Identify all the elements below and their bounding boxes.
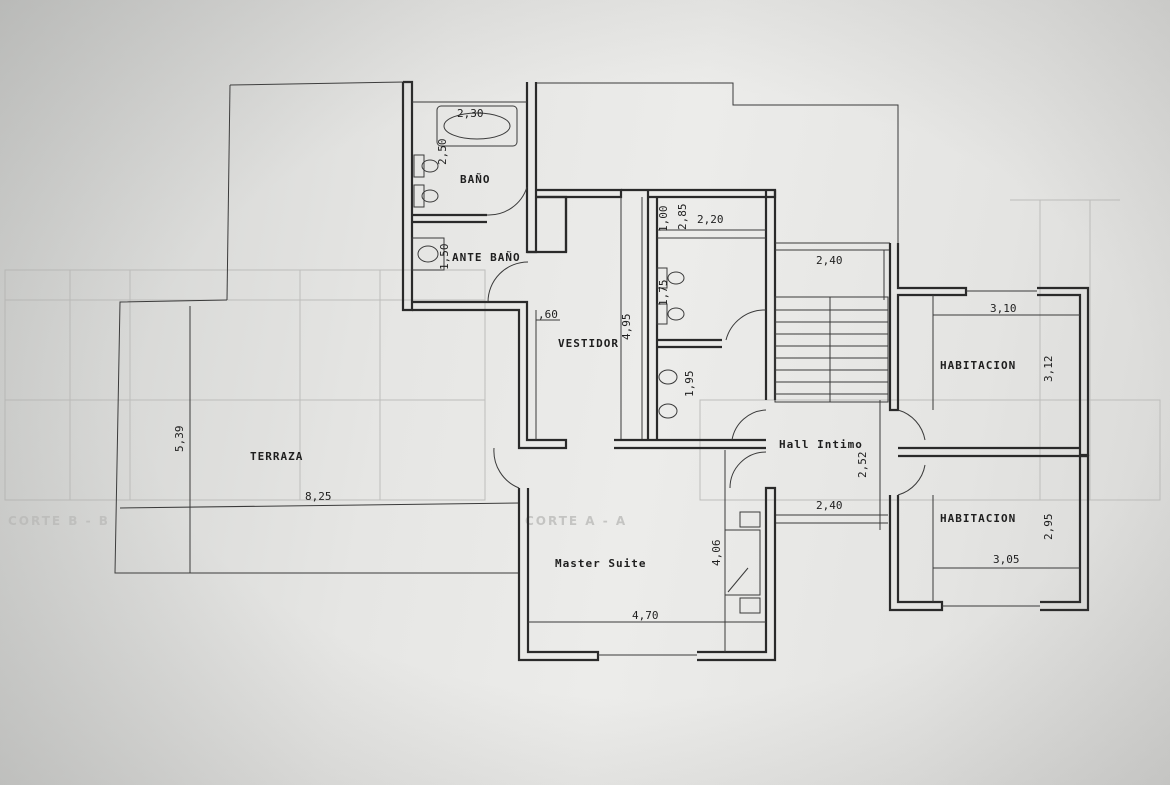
bano-block bbox=[401, 80, 538, 312]
dim-closet-2-85: 2,85 bbox=[676, 204, 689, 231]
stair-block bbox=[774, 242, 890, 524]
dim-bath-width: 2,30 bbox=[457, 107, 484, 120]
dim-hab1-width: 3,10 bbox=[990, 302, 1017, 315]
ghost-label-corte-b: CORTE B - B bbox=[8, 514, 110, 528]
dim-terraza-width: 8,25 bbox=[305, 490, 332, 503]
closet-wc-block bbox=[621, 188, 777, 441]
dim-closet-1-00: 1,00 bbox=[657, 206, 670, 233]
dim-hab2-width: 3,05 bbox=[993, 553, 1020, 566]
room-label-habitacion-2: HABITACION bbox=[940, 512, 1016, 525]
dim-master-width: 4,70 bbox=[632, 609, 659, 622]
room-label-ante-bano: ANTE BAÑO bbox=[452, 251, 521, 264]
dim-hall-2-52: 2,52 bbox=[856, 452, 869, 479]
room-label-habitacion-1: HABITACION bbox=[940, 359, 1016, 372]
dim-hall-bottom: 2,40 bbox=[816, 499, 843, 512]
room-label-master-suite: Master Suite bbox=[555, 557, 646, 570]
dim-vestidor-60: ,60 bbox=[538, 308, 558, 321]
vestidor-block bbox=[488, 188, 766, 450]
room-label-hall: Hall Intimo bbox=[779, 438, 863, 451]
dim-bath-height: 2,50 bbox=[436, 139, 449, 166]
master-suite-block bbox=[493, 447, 777, 662]
dim-wc-1-75: 1,75 bbox=[657, 280, 670, 307]
room-label-vestidor: VESTIDOR bbox=[558, 337, 619, 350]
dim-sinks-1-95: 1,95 bbox=[683, 371, 696, 398]
habitaciones-block bbox=[879, 243, 1090, 612]
dim-hab2-height: 2,95 bbox=[1042, 514, 1055, 541]
dim-terraza-height: 5,39 bbox=[173, 426, 186, 453]
room-label-terraza: TERRAZA bbox=[250, 450, 303, 463]
terraza-outline bbox=[114, 81, 899, 574]
dim-closet-2-20: 2,20 bbox=[697, 213, 724, 226]
room-label-bano: BAÑO bbox=[460, 173, 491, 186]
ghost-label-corte-a: CORTE A - A bbox=[525, 514, 627, 528]
dim-ante-bano: 1,50 bbox=[438, 244, 451, 271]
dim-vestidor-4-95: 4,95 bbox=[620, 314, 633, 341]
dim-stair-top: 2,40 bbox=[816, 254, 843, 267]
dim-master-height: 4,06 bbox=[710, 540, 723, 567]
ghost-elevation: CORTE B - B CORTE A - A bbox=[4, 199, 1161, 528]
dim-hab1-height: 3,12 bbox=[1042, 356, 1055, 383]
